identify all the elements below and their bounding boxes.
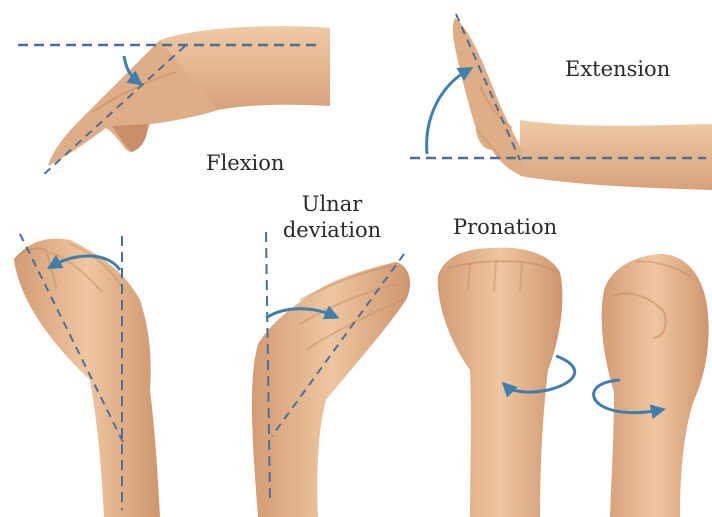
- ulnar-deviation-label-line1: Ulnar: [282, 191, 382, 217]
- extension-arrow: [427, 70, 468, 154]
- ulnar-deviation-hand-illustration: [252, 262, 410, 517]
- radial-deviation-hand-illustration: [14, 239, 160, 517]
- flexion-label: Flexion: [206, 150, 284, 176]
- pronation-fist-illustration-right: [602, 254, 709, 517]
- pronation-label: Pronation: [453, 214, 557, 240]
- extension-hand-illustration: [453, 18, 712, 190]
- ulnar-deviation-label-line2: deviation: [282, 217, 382, 243]
- pronation-fist-illustration-left: [438, 248, 563, 517]
- flexion-hand-illustration: [48, 26, 330, 166]
- extension-label: Extension: [565, 56, 670, 82]
- ulnar-deviation-label: Ulnar deviation: [282, 191, 382, 243]
